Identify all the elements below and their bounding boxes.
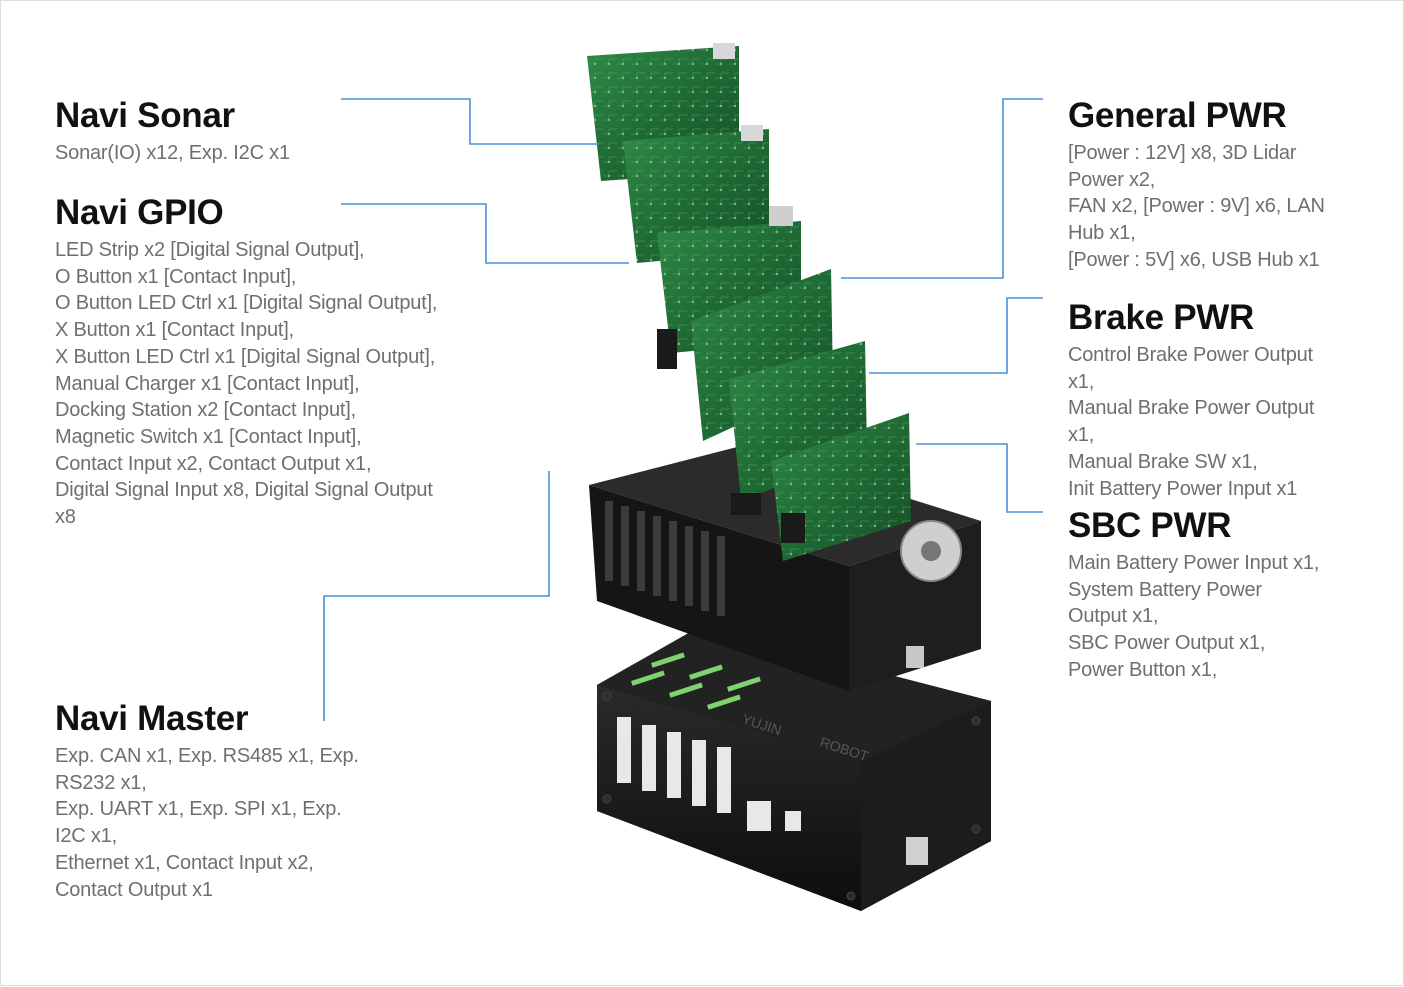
description-line: O Button LED Ctrl x1 [Digital Signal Out… <box>55 292 438 315</box>
description-line: x1, <box>1068 370 1095 393</box>
callout-navi-master: Navi Master Exp. CAN x1, Exp. RS485 x1, … <box>55 699 359 903</box>
description-line: Init Battery Power Input x1 <box>1068 477 1298 500</box>
description-line: Manual Brake SW x1, <box>1068 450 1258 473</box>
description-line: LED Strip x2 [Digital Signal Output], <box>55 239 365 261</box>
description-line: Docking Station x2 [Contact Input], <box>55 399 356 422</box>
callout-title: General PWR <box>1068 96 1287 135</box>
description-line: Digital Signal Input x8, Digital Signal … <box>55 479 433 502</box>
callout-description: Control Brake Power Output x1, Manual Br… <box>1068 342 1314 502</box>
callout-description: LED Strip x2 [Digital Signal Output], O … <box>55 237 437 531</box>
description-line: Exp. CAN x1, Exp. RS485 x1, Exp. <box>55 745 359 767</box>
leader-brake-pwr <box>869 297 1043 374</box>
callout-general-pwr: General PWR [Power : 12V] x8, 3D Lidar P… <box>1068 96 1325 274</box>
description-line: System Battery Power <box>1068 578 1262 601</box>
callout-description: Exp. CAN x1, Exp. RS485 x1, Exp. RS232 x… <box>55 743 359 903</box>
description-line: SBC Power Output x1, <box>1068 632 1266 655</box>
pcb-stack <box>587 43 911 561</box>
description-line: O Button x1 [Contact Input], <box>55 265 297 288</box>
callout-title: Navi Sonar <box>55 96 235 135</box>
description-line: I2C x1, <box>55 825 117 848</box>
callout-sbc-pwr: SBC PWR Main Battery Power Input x1, Sys… <box>1068 506 1319 684</box>
pcb-board-4 <box>657 269 833 441</box>
callout-navi-sonar: Navi Sonar Sonar(IO) x12, Exp. I2C x1 <box>55 96 290 167</box>
leader-navi-gpio <box>341 203 629 264</box>
description-line: Contact Output x1 <box>55 878 213 901</box>
description-line: Manual Brake Power Output <box>1068 397 1315 420</box>
description-line: Control Brake Power Output <box>1068 344 1313 366</box>
leader-general-pwr <box>841 98 1043 279</box>
description-line: RS232 x1, <box>55 771 147 794</box>
description-line: Manual Charger x1 [Contact Input], <box>55 372 360 395</box>
leader-sbc-pwr <box>916 443 1043 513</box>
leader-navi-master <box>323 471 550 721</box>
description-line: X Button x1 [Contact Input], <box>55 319 294 342</box>
description-line: X Button LED Ctrl x1 [Digital Signal Out… <box>55 345 436 368</box>
description-line: x1, <box>1068 424 1095 447</box>
leader-navi-sonar <box>341 98 599 145</box>
description-line: Contact Input x2, Contact Output x1, <box>55 452 372 475</box>
callout-navi-gpio: Navi GPIO LED Strip x2 [Digital Signal O… <box>55 193 437 531</box>
description-line: Main Battery Power Input x1, <box>1068 552 1320 574</box>
description-line: [Power : 12V] x8, 3D Lidar <box>1068 142 1297 164</box>
description-line: Sonar(IO) x12, Exp. I2C x1 <box>55 142 290 164</box>
callout-description: Sonar(IO) x12, Exp. I2C x1 <box>55 140 290 167</box>
description-line: Hub x1, <box>1068 222 1136 245</box>
description-line: [Power : 5V] x6, USB Hub x1 <box>1068 248 1320 271</box>
description-line: x8 <box>55 506 76 529</box>
callout-title: Brake PWR <box>1068 298 1254 337</box>
description-line: Power x2, <box>1068 168 1156 191</box>
callout-title: Navi GPIO <box>55 193 224 232</box>
callout-title: SBC PWR <box>1068 506 1232 545</box>
description-line: Output x1, <box>1068 605 1159 628</box>
description-line: FAN x2, [Power : 9V] x6, LAN <box>1068 195 1325 218</box>
description-line: Power Button x1, <box>1068 658 1218 681</box>
callout-description: Main Battery Power Input x1, System Batt… <box>1068 550 1319 684</box>
description-line: Exp. UART x1, Exp. SPI x1, Exp. <box>55 798 342 821</box>
description-line: Ethernet x1, Contact Input x2, <box>55 851 314 874</box>
callout-title: Navi Master <box>55 699 249 738</box>
pcb-board-6 <box>771 413 911 561</box>
description-line: Magnetic Switch x1 [Contact Input], <box>55 425 362 448</box>
callout-description: [Power : 12V] x8, 3D Lidar Power x2, FAN… <box>1068 140 1325 274</box>
base-chassis: YUJIN ROBOT <box>597 626 991 911</box>
callout-brake-pwr: Brake PWR Control Brake Power Output x1,… <box>1068 298 1314 502</box>
